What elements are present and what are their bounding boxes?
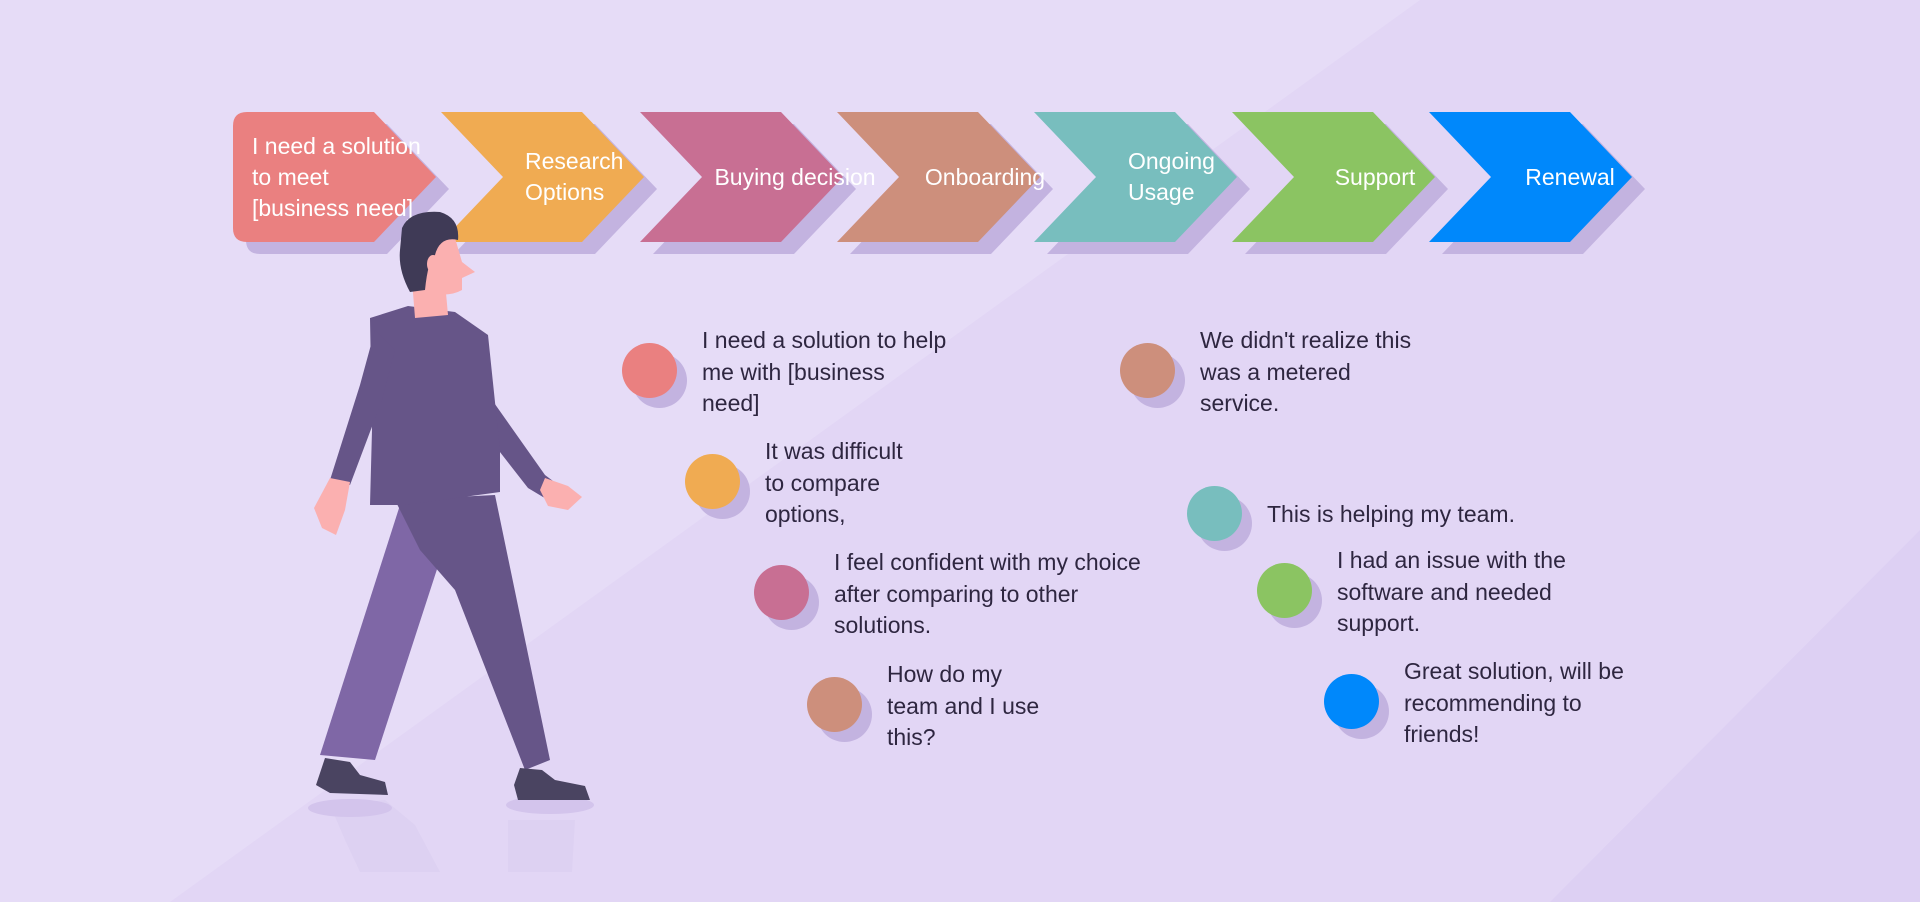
step-label-need: I need a solution to meet [business need… [252,132,421,221]
journey-step-arrow [837,112,1040,242]
note-helping: This is helping my team. [1187,486,1515,551]
step-label-support: Support [1334,163,1416,190]
journey-step-arrow [233,112,436,242]
journey-step-arrow [1232,112,1435,242]
note-buying: I feel confident with my choice after co… [754,547,1141,642]
person-back-hand [540,478,582,510]
note-text: We didn't realize this was a metered ser… [1200,327,1412,416]
note-dot [1187,486,1252,551]
person-ear [427,255,439,273]
note-text: I feel confident with my choice after co… [834,549,1141,638]
person-back-leg [320,505,440,760]
note-text: I had an issue with the software and nee… [1337,547,1566,636]
note-renewal: Great solution, will be recommending to … [1324,656,1624,751]
note-text: This is helping my team. [1267,501,1515,528]
step-label-buying: Buying decision [714,163,876,190]
journey-step-arrow [640,112,843,242]
note-dot [1120,343,1185,409]
note-research: It was difficult to compare options, [685,436,903,531]
person-back-arm [475,390,565,500]
walking-person-icon [308,211,594,872]
note-onboarding: How do my team and I use this? [807,659,1039,754]
person-front-hand [314,478,350,535]
note-dot [685,454,750,520]
note-text: I need a solution to help me with [busin… [702,327,947,416]
note-dot [1324,674,1389,740]
step-label-onboarding: Onboarding [924,163,1046,190]
journey-step-arrow [1034,112,1237,242]
note-dot [754,565,819,631]
note-text: It was difficult to compare options, [765,438,903,527]
person-torso [370,306,500,505]
step-label-renewal: Renewal [1525,163,1615,190]
step-label-usage: Ongoing Usage [1128,148,1215,205]
note-dot [622,343,687,409]
note-need: I need a solution to help me with [busin… [622,325,946,420]
note-text: Great solution, will be recommending to … [1404,658,1624,747]
journey-step-arrow [441,112,644,242]
note-dot [1257,563,1322,629]
step-label-research: Research Options [525,148,624,205]
note-text: How do my team and I use this? [887,661,1040,750]
person-front-shoe [514,768,590,800]
journey-step-arrow [1429,112,1632,242]
person-front-arm [330,330,395,485]
note-dot [807,677,872,743]
person-hair [399,211,459,292]
note-support: I had an issue with the software and nee… [1257,545,1566,640]
person-front-leg [395,495,550,770]
background-band-corner [1550,530,1920,902]
note-metered: We didn't realize this was a metered ser… [1120,325,1411,420]
person-back-shoe [316,758,388,795]
person-reflection [308,796,594,872]
